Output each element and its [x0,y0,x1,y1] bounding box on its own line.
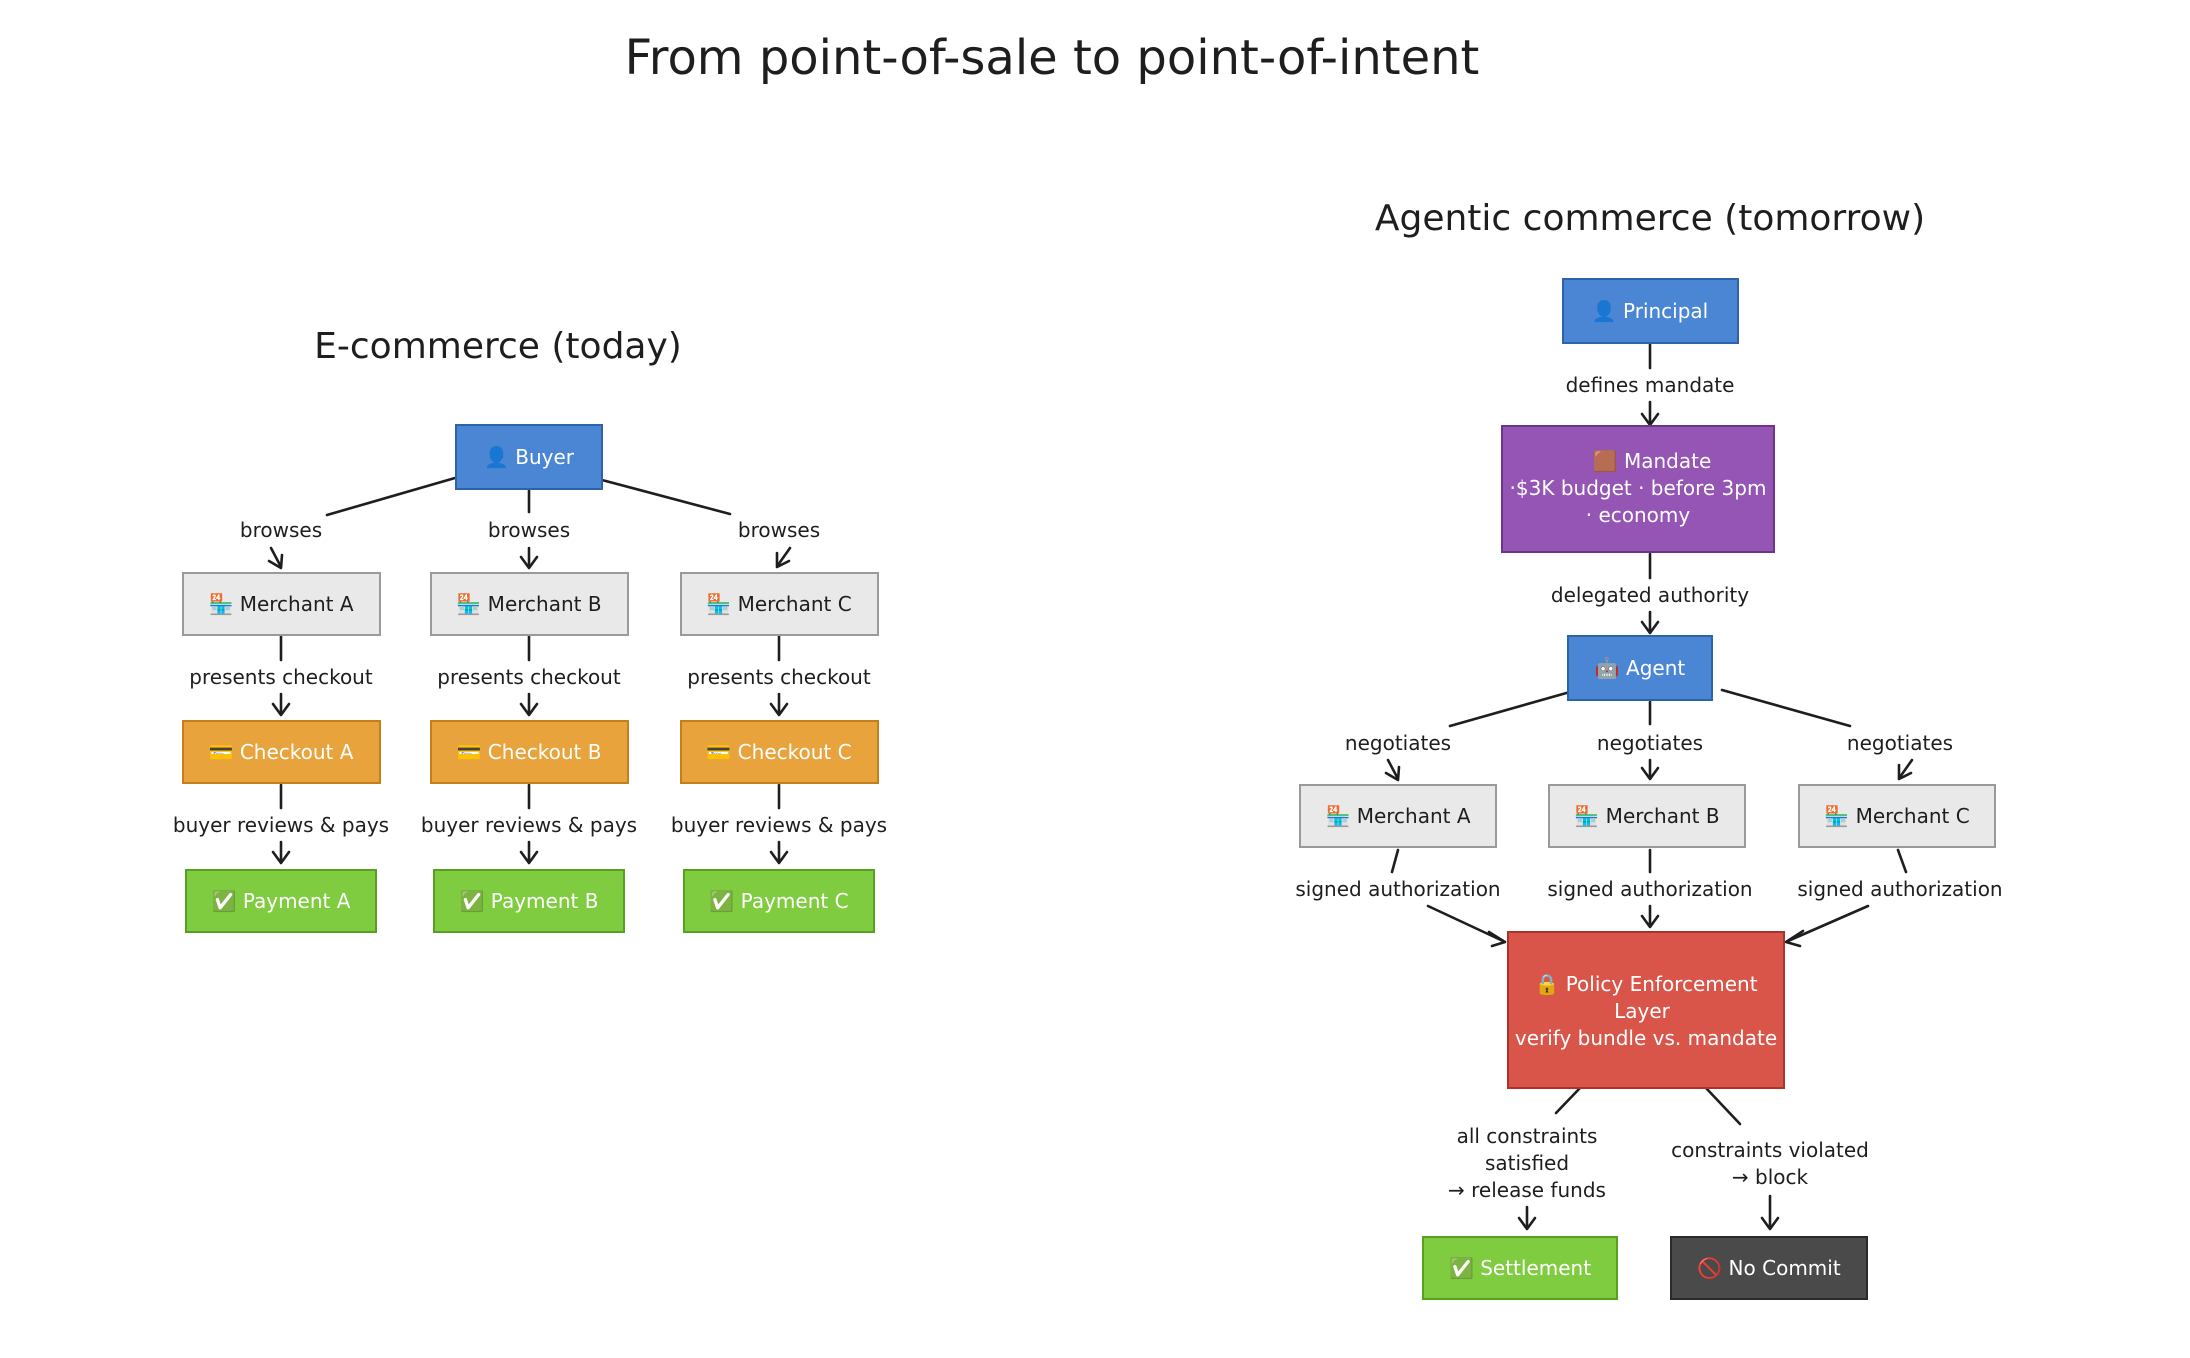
left-edge-labels: browses browses browses presents checkou… [173,518,887,837]
payment-a-node[interactable]: ✅ Payment A [185,869,377,933]
checkout-b-node[interactable]: 💳 Checkout B [430,720,629,784]
agentic-merchant-b-label: 🏪 Merchant B [1574,804,1719,828]
payment-c-label: ✅ Payment C [709,889,848,913]
mandate-label-3: · economy [1586,503,1691,527]
edge-label-auth-c: signed authorization [1797,877,2002,901]
principal-label: 👤 Principal [1592,299,1708,323]
merchant-a-node[interactable]: 🏪 Merchant A [182,572,381,636]
buyer-node[interactable]: 👤 Buyer [455,424,603,490]
payment-a-label: ✅ Payment A [212,889,351,913]
right-edge-labels: defines mandate delegated authority nego… [1295,373,2002,1202]
policy-label-3: verify bundle vs. mandate [1515,1026,1777,1050]
edge-label-browses-b: browses [488,518,570,542]
edge-label-negotiates-b: negotiates [1597,731,1703,755]
edge-label-checkout-b: presents checkout [437,665,621,689]
edge-label-negotiates-a: negotiates [1345,731,1451,755]
edge-label-pays-a: buyer reviews & pays [173,813,389,837]
policy-label-1: 🔒 Policy Enforcement [1534,972,1757,996]
edge-label-checkout-c: presents checkout [687,665,871,689]
no-commit-label: 🚫 No Commit [1697,1256,1841,1280]
agentic-merchant-c-label: 🏪 Merchant C [1824,804,1969,828]
settlement-label: ✅ Settlement [1449,1256,1591,1280]
payment-b-label: ✅ Payment B [460,889,599,913]
mandate-label-1: 🟫 Mandate [1593,449,1712,473]
buyer-label: 👤 Buyer [484,445,575,469]
left-nodes: 👤 Buyer 🏪 Merchant A 🏪 Merchant B 🏪 Merc… [182,424,879,933]
merchant-b-label: 🏪 Merchant B [456,592,601,616]
settlement-node[interactable]: ✅ Settlement [1422,1236,1618,1300]
agentic-merchant-b-node[interactable]: 🏪 Merchant B [1548,784,1746,848]
left-edges [267,476,792,865]
edge-label-violated-2: → block [1732,1165,1809,1189]
checkout-b-label: 💳 Checkout B [457,740,602,764]
checkout-c-label: 💳 Checkout C [706,740,851,764]
edge-label-pays-b: buyer reviews & pays [421,813,637,837]
principal-node[interactable]: 👤 Principal [1562,278,1739,344]
checkout-c-node[interactable]: 💳 Checkout C [680,720,879,784]
edge-label-delegated-authority: delegated authority [1551,583,1749,607]
merchant-b-node[interactable]: 🏪 Merchant B [430,572,629,636]
right-nodes: 👤 Principal 🟫 Mandate ·$3K budget · befo… [1299,278,1996,1300]
checkout-a-label: 💳 Checkout A [209,740,354,764]
agentic-merchant-a-label: 🏪 Merchant A [1325,804,1470,828]
payment-b-node[interactable]: ✅ Payment B [433,869,625,933]
edge-label-defines-mandate: defines mandate [1566,373,1735,397]
payment-c-node[interactable]: ✅ Payment C [683,869,875,933]
mandate-label-2: ·$3K budget · before 3pm [1510,476,1767,500]
edge-label-satisfied-1: all constraints [1457,1124,1598,1148]
checkout-a-node[interactable]: 💳 Checkout A [182,720,381,784]
left-heading: E-commerce (today) [314,326,682,367]
edge-label-checkout-a: presents checkout [189,665,373,689]
edge-label-browses-a: browses [240,518,322,542]
right-heading: Agentic commerce (tomorrow) [1375,198,1925,239]
right-edges [1384,342,1914,1231]
edge-label-auth-a: signed authorization [1295,877,1500,901]
edge-label-pays-c: buyer reviews & pays [671,813,887,837]
edge-label-satisfied-3: → release funds [1448,1178,1606,1202]
agentic-merchant-a-node[interactable]: 🏪 Merchant A [1299,784,1497,848]
policy-label-2: Layer [1614,999,1671,1023]
no-commit-node[interactable]: 🚫 No Commit [1670,1236,1868,1300]
agentic-merchant-c-node[interactable]: 🏪 Merchant C [1798,784,1996,848]
merchant-a-label: 🏪 Merchant A [208,592,353,616]
agent-node[interactable]: 🤖 Agent [1567,635,1713,701]
merchant-c-node[interactable]: 🏪 Merchant C [680,572,879,636]
edge-label-satisfied-2: satisfied [1485,1151,1569,1175]
edge-label-negotiates-c: negotiates [1847,731,1953,755]
merchant-c-label: 🏪 Merchant C [706,592,851,616]
agent-label: 🤖 Agent [1595,656,1686,680]
policy-enforcement-node[interactable]: 🔒 Policy Enforcement Layer verify bundle… [1507,931,1785,1089]
edge-label-violated-1: constraints violated [1671,1138,1869,1162]
edge-label-browses-c: browses [738,518,820,542]
edge-label-auth-b: signed authorization [1547,877,1752,901]
mandate-node[interactable]: 🟫 Mandate ·$3K budget · before 3pm · eco… [1501,425,1775,553]
page-title: From point-of-sale to point-of-intent [625,30,1480,86]
